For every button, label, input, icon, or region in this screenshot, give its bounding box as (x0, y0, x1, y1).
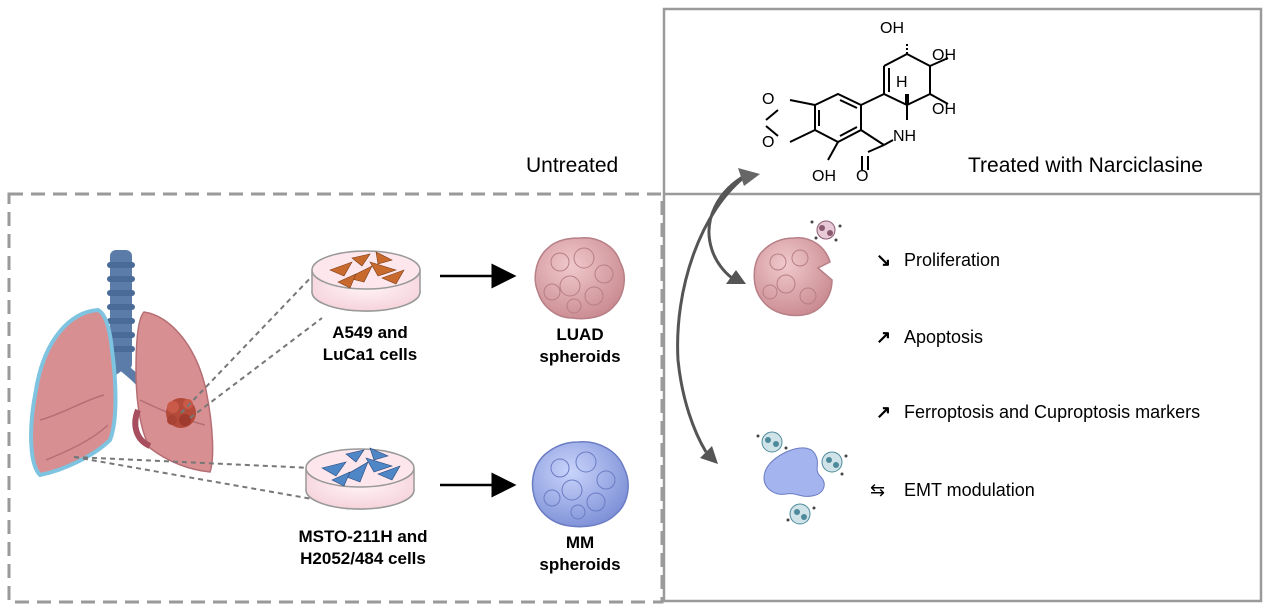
molecule-oh-top: OH (880, 20, 904, 37)
molecule-oh-mid: OH (932, 101, 956, 118)
effect-ferroptosis-cuproptosis: ↗ Ferroptosis and Cuproptosis markers (876, 402, 1200, 423)
effect-proliferation: ↘ Proliferation (876, 250, 1000, 271)
luad-spheroid (534, 237, 626, 320)
treated-label: Treated with Narciclasine (968, 154, 1203, 177)
effect-label: Ferroptosis and Cuproptosis markers (904, 402, 1201, 422)
luad-cells-line2: LuCa1 cells (322, 345, 418, 364)
luad-cells-line1: A549 and (332, 323, 408, 342)
molecule-ring-o1: O (762, 91, 775, 108)
treated-luad-spheroid (753, 220, 842, 317)
molecule-h-label: H (896, 74, 908, 91)
luad-petri-dish (311, 250, 421, 312)
untreated-label: Untreated (526, 154, 619, 177)
treated-mm-spheroid (756, 431, 848, 525)
mm-petri-dish (305, 447, 415, 510)
up-right-arrow-icon: ↗ (876, 327, 892, 347)
mm-cells-line1: MSTO-211H and (298, 527, 428, 546)
untreated-panel-border (7, 192, 664, 604)
mm-cells-line2: H2052/484 cells (300, 549, 426, 568)
molecule-oh-bottom: OH (812, 168, 836, 185)
luad-spheroid-line2: spheroids (539, 347, 621, 366)
treatment-arrows (676, 168, 760, 464)
treated-panel-border (662, 7, 1263, 603)
effect-emt-modulation: ⇆ EMT modulation (870, 480, 1035, 501)
lungs-illustration (29, 250, 214, 478)
effect-label: Proliferation (904, 250, 1001, 270)
effect-label: Apoptosis (904, 327, 984, 347)
up-right-arrow-icon: ↗ (876, 402, 892, 422)
left-right-arrows-icon: ⇆ (870, 480, 886, 500)
mm-spheroid (531, 441, 629, 528)
mm-cells-caption: MSTO-211H and H2052/484 cells (278, 526, 448, 570)
detached-luad-cell-cluster (810, 220, 842, 242)
molecule-carbonyl-o: O (856, 168, 869, 185)
molecule-oh-right: OH (932, 47, 956, 64)
luad-cells-caption: A549 and LuCa1 cells (300, 322, 440, 366)
down-right-arrow-icon: ↘ (876, 250, 892, 270)
mm-spheroid-line1: MM (565, 533, 595, 552)
molecule-nh-label: NH (893, 128, 917, 145)
lung-to-dish-connectors (73, 269, 323, 501)
luad-spheroid-line1: LUAD (556, 325, 604, 344)
mm-spheroid-line2: spheroids (539, 555, 621, 574)
effect-label: EMT modulation (904, 480, 1035, 500)
molecule-ring-o2: O (762, 134, 775, 151)
effect-apoptosis: ↗ Apoptosis (876, 327, 983, 348)
luad-spheroid-caption: LUAD spheroids (520, 324, 640, 368)
narciclasine-structure (765, 42, 949, 170)
mm-spheroid-caption: MM spheroids (520, 532, 640, 576)
